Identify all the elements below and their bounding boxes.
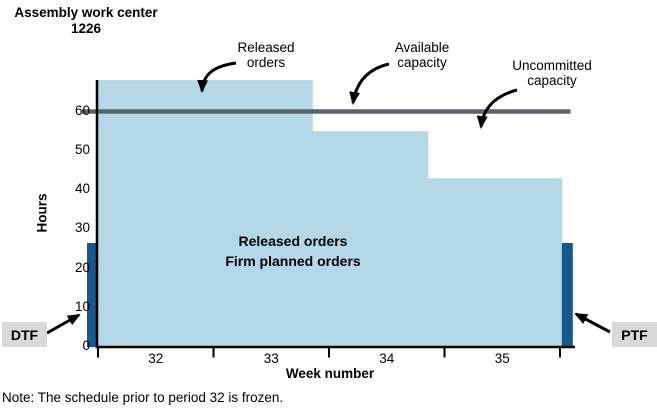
y-tick-label: 50 [74,141,90,157]
y-tick-label: 40 [74,181,90,196]
chart-title: Assembly work center 1226 [6,5,166,37]
x-tick-label: 34 [379,351,395,366]
annotation-arrows [46,61,611,335]
dtf-badge: DTF [2,322,47,347]
annotation-uncommitted-capacity: Uncommitted capacity [512,58,592,88]
load-area-label: Released orders Firm planned orders [225,231,360,271]
load-area-label-line1: Released orders [238,233,348,249]
y-axis-title: Hours [34,193,50,233]
x-axis-title: Week number [285,366,375,381]
x-tick-label: 35 [494,351,510,366]
ptf-badge: PTF [612,322,657,347]
load-area-shape [98,80,563,347]
y-tick-label: 60 [74,102,90,118]
chart-title-line2: 1226 [70,21,102,36]
annotation-available-capacity: Available capacity [394,40,450,70]
chart-title-line1: Assembly work center [14,5,158,20]
y-tick-label: 0 [82,338,90,353]
load-area-label-line2: Firm planned orders [225,253,361,269]
ptf-fence-bar [561,242,573,347]
note-text: Note: The schedule prior to period 32 is… [2,390,284,405]
x-tick-label: 33 [263,351,279,366]
y-tick-label: 10 [74,298,90,314]
dtf-fence-bar [87,242,98,347]
axes [95,80,575,358]
annotation-released-orders: Released orders [237,40,295,70]
y-tick-label: 30 [74,220,90,236]
x-tick-label: 32 [148,351,164,366]
y-tick-label: 20 [74,259,90,275]
